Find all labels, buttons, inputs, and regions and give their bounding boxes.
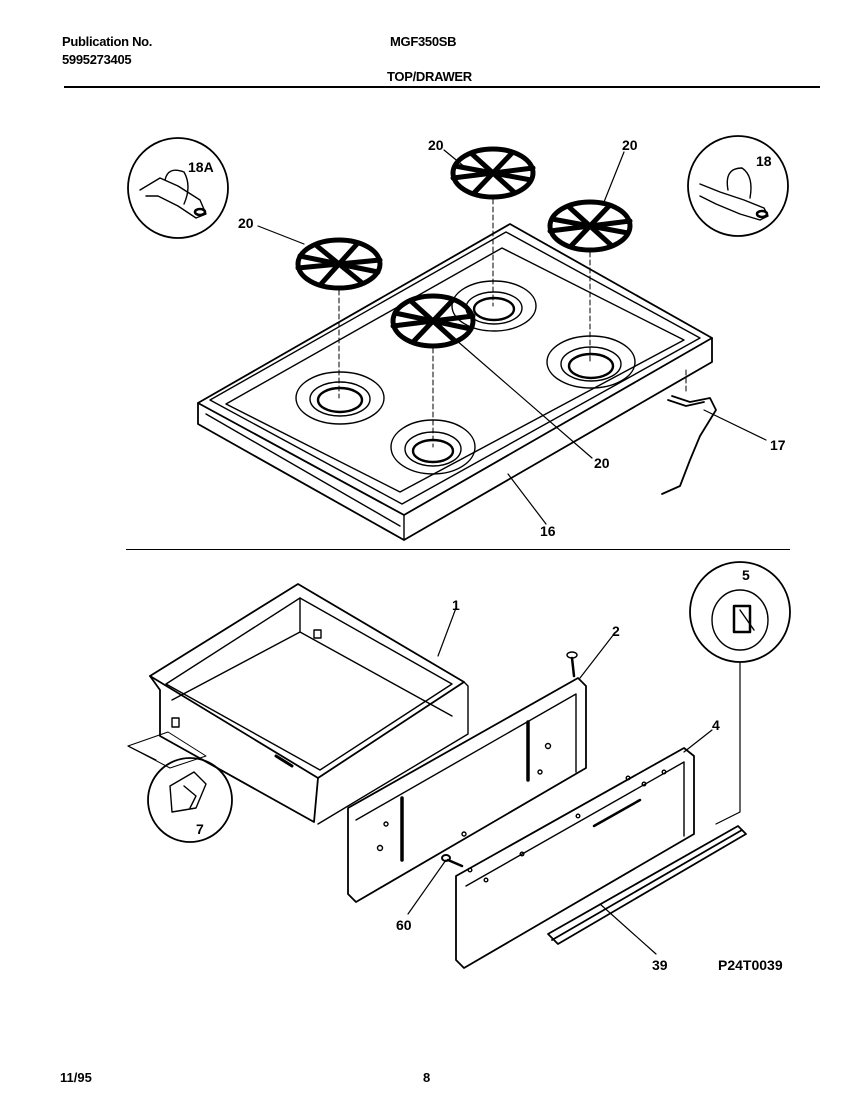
publication-number: 5995273405 bbox=[62, 52, 132, 67]
detail-circle-18 bbox=[687, 135, 789, 237]
publication-label: Publication No. bbox=[62, 34, 153, 49]
burner-bowl-right-rear bbox=[451, 280, 537, 332]
mounting-screw bbox=[566, 651, 578, 678]
footer-date: 11/95 bbox=[60, 1070, 92, 1085]
burner-grate-center-front bbox=[390, 293, 476, 349]
leader-lines-bottom bbox=[127, 607, 741, 955]
burner-grate-right bbox=[547, 199, 633, 253]
header-rule bbox=[64, 86, 820, 88]
detail-circle-7 bbox=[147, 757, 233, 843]
callout-4: 4 bbox=[712, 717, 720, 733]
drawer-front-panel bbox=[347, 677, 587, 903]
leader-lines-top bbox=[257, 149, 767, 525]
callout-17: 17 bbox=[770, 437, 786, 453]
alignment-lines bbox=[338, 198, 687, 448]
drawer-handle-trim bbox=[547, 825, 747, 945]
model-number: MGF350SB bbox=[390, 34, 457, 49]
drawer-body bbox=[127, 583, 469, 825]
diagram-code: P24T0039 bbox=[718, 957, 783, 973]
burner-bowl-right-front bbox=[546, 335, 636, 389]
callout-60: 60 bbox=[396, 917, 412, 933]
burner-bowl-left-rear bbox=[295, 371, 385, 425]
callout-39: 39 bbox=[652, 957, 668, 973]
section-title: TOP/DRAWER bbox=[387, 69, 472, 84]
callout-20-left: 20 bbox=[238, 215, 254, 231]
callout-20-center-rear: 20 bbox=[428, 137, 444, 153]
callout-2: 2 bbox=[612, 623, 620, 639]
callout-20-right: 20 bbox=[622, 137, 638, 153]
callout-5: 5 bbox=[742, 567, 750, 583]
callout-18a: 18A bbox=[188, 159, 214, 175]
callout-16: 16 bbox=[540, 523, 556, 539]
burner-grate-center-rear bbox=[450, 146, 536, 200]
drawer-outer-front bbox=[455, 747, 695, 969]
burner-grate-left bbox=[295, 237, 383, 291]
footer-page-number: 8 bbox=[423, 1070, 431, 1085]
callout-1: 1 bbox=[452, 597, 460, 613]
callout-20-center-front: 20 bbox=[594, 455, 610, 471]
detail-circle-5 bbox=[689, 561, 791, 663]
lid-support-rod bbox=[661, 395, 717, 495]
cooktop-top-panel bbox=[197, 223, 713, 541]
detail-circle-18a bbox=[127, 137, 229, 239]
section-divider bbox=[126, 549, 790, 550]
callout-18: 18 bbox=[756, 153, 772, 169]
callout-7: 7 bbox=[196, 821, 204, 837]
